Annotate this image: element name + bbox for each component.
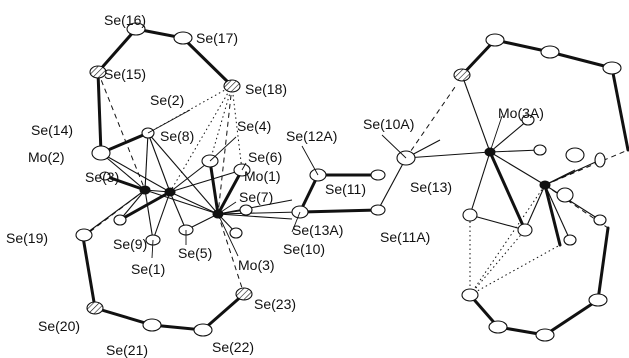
label-se16: Se(16) <box>104 12 146 28</box>
label-se13: Se(13) <box>410 179 452 195</box>
left-dashed-contacts <box>82 71 245 295</box>
right-cluster-bonds <box>461 74 629 296</box>
label-se8: Se(8) <box>160 128 194 144</box>
label-se10a: Se(10A) <box>363 116 414 132</box>
label-se6: Se(6) <box>248 149 282 165</box>
label-mo3: Mo(3) <box>238 257 275 273</box>
label-mo1: Mo(1) <box>244 168 281 184</box>
label-se19: Se(19) <box>6 230 48 246</box>
label-se23: Se(23) <box>254 296 296 312</box>
label-se10: Se(10) <box>283 241 325 257</box>
label-se21: Se(21) <box>106 342 148 358</box>
label-se5: Se(5) <box>178 245 212 261</box>
label-se15: Se(15) <box>104 66 146 82</box>
label-se14: Se(14) <box>31 122 73 138</box>
label-se13a: Se(13A) <box>292 222 343 238</box>
label-se12a: Se(12A) <box>286 128 337 144</box>
label-mo3a: Mo(3A) <box>498 105 544 121</box>
label-mo2: Mo(2) <box>28 149 65 165</box>
bridge-atoms <box>291 150 416 219</box>
right-atoms <box>453 33 622 342</box>
label-se1: Se(1) <box>131 261 165 277</box>
label-se17: Se(17) <box>196 30 238 46</box>
atom-labels: Se(16) Se(17) Se(15) Se(18) Se(2) Se(14)… <box>6 12 544 358</box>
label-leader-lines <box>147 109 503 259</box>
label-se22: Se(22) <box>212 339 254 355</box>
label-se20: Se(20) <box>38 318 80 334</box>
label-se11a: Se(11A) <box>380 229 430 245</box>
label-se18: Se(18) <box>245 81 287 97</box>
label-se9: Se(9) <box>113 236 147 252</box>
label-se3: Se(3) <box>85 169 119 185</box>
label-se11: Se(11) <box>325 181 366 197</box>
label-se4: Se(4) <box>237 118 271 134</box>
label-se2: Se(2) <box>150 92 184 108</box>
label-se7: Se(7) <box>239 189 273 205</box>
left-dotted-contacts <box>147 85 243 193</box>
